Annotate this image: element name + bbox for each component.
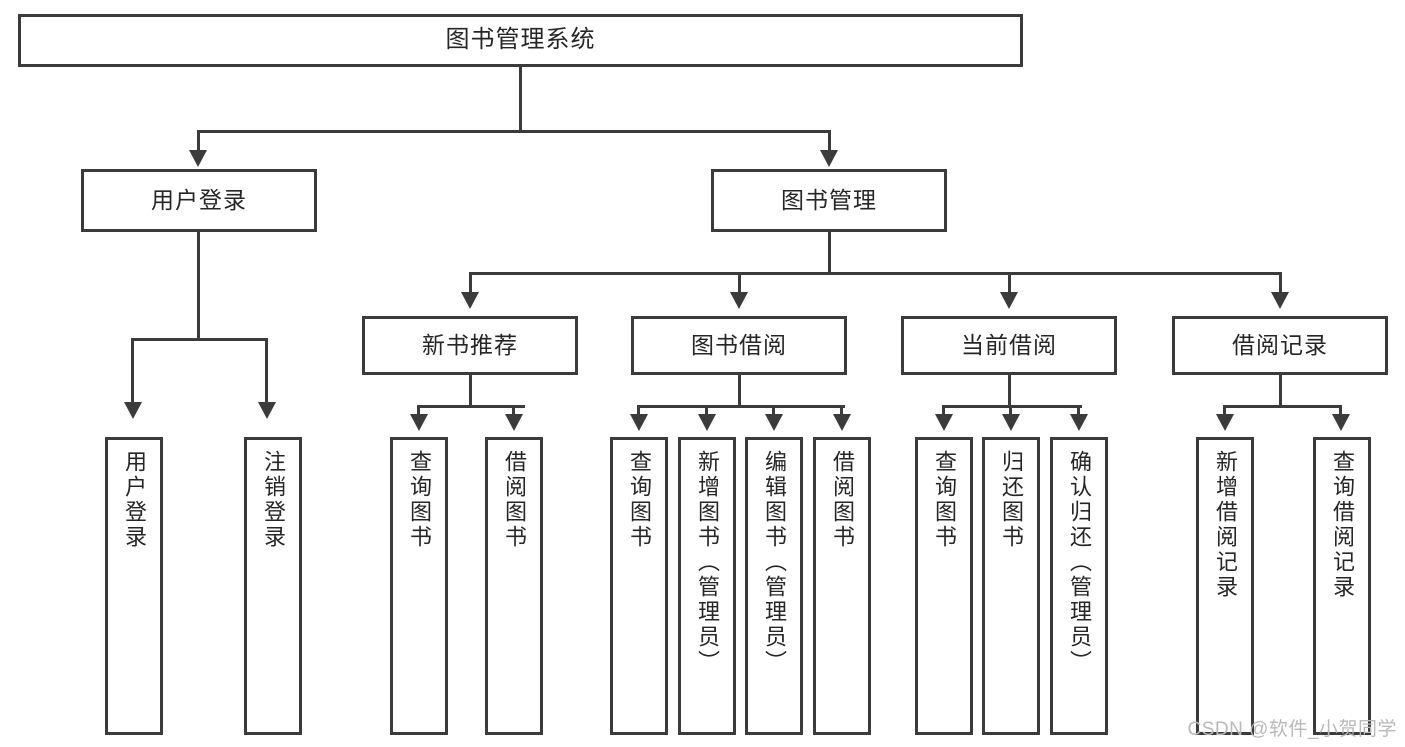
connector-user-login-stem: [197, 232, 200, 340]
arrowhead-leaf-query-book-3: [935, 414, 953, 431]
connector-to-book-borrow: [738, 272, 741, 297]
leaf-confirm-return-admin[interactable]: 确认归还（管理员）: [1050, 437, 1108, 735]
node-label: 新增图书（管理员）: [695, 450, 720, 675]
arrowhead-leaf-return-book: [1002, 414, 1020, 431]
node-label: 查询借阅记录: [1330, 450, 1355, 600]
node-label: 用户登录: [151, 186, 247, 213]
arrowhead-leaf-borrow-book-2: [833, 414, 851, 431]
arrowhead-leaf-query-record: [1332, 414, 1350, 431]
node-label: 借阅图书: [502, 450, 527, 550]
node-borrow-record[interactable]: 借阅记录: [1172, 316, 1388, 375]
node-label: 借阅图书: [830, 450, 855, 550]
node-label: 确认归还（管理员）: [1067, 450, 1092, 675]
node-label: 图书借阅: [691, 331, 787, 358]
node-user-login[interactable]: 用户登录: [81, 169, 317, 232]
connector-book-borrow-stem: [738, 375, 741, 407]
connector-new-book-drop-2: [512, 405, 515, 417]
connector-current-borrow-drop-1: [942, 405, 945, 417]
connector-root-bus: [197, 130, 831, 133]
arrowhead-leaf-borrow-book-1: [505, 414, 523, 431]
leaf-return-book[interactable]: 归还图书: [982, 437, 1040, 735]
connector-to-borrow-record: [1279, 272, 1282, 297]
arrowhead-to-book-borrow: [730, 292, 748, 309]
arrowhead-leaf-query-book-2: [630, 414, 648, 431]
leaf-query-book-current[interactable]: 查询图书: [915, 437, 973, 735]
node-label: 注销登录: [261, 450, 286, 550]
arrowhead-root-to-book-manage: [820, 150, 838, 167]
arrowhead-to-borrow-record: [1271, 292, 1289, 309]
node-label: 查询图书: [932, 450, 957, 550]
node-label: 用户登录: [122, 450, 147, 550]
node-label: 新增借阅记录: [1213, 450, 1238, 600]
connector-book-manage-bus: [469, 272, 1282, 275]
leaf-query-book-borrow[interactable]: 查询图书: [610, 437, 668, 735]
arrowhead-leaf-add-record: [1216, 414, 1234, 431]
node-label: 借阅记录: [1232, 331, 1328, 358]
connector-root-to-book-manage: [828, 130, 831, 155]
leaf-borrow-book[interactable]: 借阅图书: [813, 437, 871, 735]
node-label: 归还图书: [999, 450, 1024, 550]
node-label: 图书管理: [781, 186, 877, 213]
connector-current-borrow-drop-2: [1009, 405, 1012, 417]
arrowhead-to-new-book: [461, 292, 479, 309]
arrowhead-leaf-add-book: [698, 414, 716, 431]
connector-book-borrow-drop-1: [637, 405, 640, 417]
connector-book-manage-stem: [828, 232, 831, 274]
connector-root-stem: [519, 67, 522, 130]
connector-new-book-drop-1: [417, 405, 420, 417]
node-new-book-recommend[interactable]: 新书推荐: [362, 316, 578, 375]
connector-to-current-borrow: [1008, 272, 1011, 297]
connector-book-borrow-drop-4: [840, 405, 843, 417]
connector-book-borrow-drop-2: [705, 405, 708, 417]
node-root-system[interactable]: 图书管理系统: [18, 14, 1023, 67]
connector-user-login-left-drop: [131, 338, 134, 406]
arrowhead-leaf-edit-book: [765, 414, 783, 431]
leaf-query-borrow-record[interactable]: 查询借阅记录: [1313, 437, 1371, 735]
arrowhead-leaf-logout: [258, 402, 276, 419]
leaf-logout[interactable]: 注销登录: [244, 437, 302, 735]
connector-current-borrow-drop-3: [1077, 405, 1080, 417]
node-label: 图书管理系统: [445, 26, 596, 54]
arrowhead-leaf-confirm-return: [1070, 414, 1088, 431]
connector-new-book-bus: [417, 405, 525, 408]
node-current-borrow[interactable]: 当前借阅: [901, 316, 1117, 375]
csdn-watermark: CSDN @软件_小贺同学: [1187, 719, 1397, 740]
connector-borrow-record-drop-1: [1223, 405, 1226, 417]
connector-book-borrow-bus: [637, 405, 845, 408]
connector-book-borrow-drop-3: [772, 405, 775, 417]
connector-user-login-bus: [131, 338, 268, 341]
leaf-add-book-admin[interactable]: 新增图书（管理员）: [678, 437, 736, 735]
node-label: 查询图书: [407, 450, 432, 550]
node-label: 查询图书: [627, 450, 652, 550]
connector-current-borrow-bus: [942, 405, 1082, 408]
arrowhead-leaf-query-book-1: [410, 414, 428, 431]
leaf-add-borrow-record[interactable]: 新增借阅记录: [1196, 437, 1254, 735]
connector-borrow-record-stem: [1279, 375, 1282, 407]
leaf-query-book-recommend[interactable]: 查询图书: [390, 437, 448, 735]
connector-borrow-record-bus: [1223, 405, 1342, 408]
node-book-borrow[interactable]: 图书借阅: [631, 316, 847, 375]
arrowhead-leaf-user-login: [124, 402, 142, 419]
node-label: 新书推荐: [422, 331, 518, 358]
arrowhead-to-current-borrow: [1000, 292, 1018, 309]
arrowhead-root-to-user-login: [189, 150, 207, 167]
leaf-edit-book-admin[interactable]: 编辑图书（管理员）: [745, 437, 803, 735]
leaf-user-login[interactable]: 用户登录: [105, 437, 163, 735]
connector-user-login-right-drop: [265, 338, 268, 406]
connector-to-new-book: [469, 272, 472, 297]
node-book-management[interactable]: 图书管理: [711, 169, 947, 232]
node-label: 当前借阅: [961, 331, 1057, 358]
leaf-borrow-book-recommend[interactable]: 借阅图书: [485, 437, 543, 735]
connector-root-to-user-login: [197, 130, 200, 155]
node-label: 编辑图书（管理员）: [762, 450, 787, 675]
connector-new-book-stem: [469, 375, 472, 407]
connector-borrow-record-drop-2: [1339, 405, 1342, 417]
connector-current-borrow-stem: [1008, 375, 1011, 407]
